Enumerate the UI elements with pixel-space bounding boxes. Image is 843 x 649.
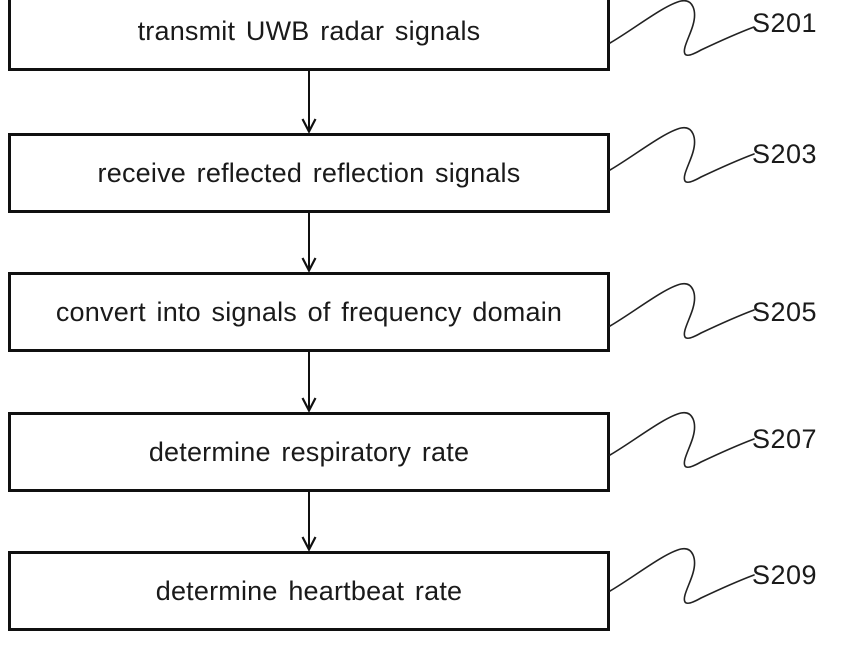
step-ref-s207: S207 — [752, 424, 818, 454]
flow-step-determine-respiratory-rate: determine respiratory rate — [8, 412, 610, 492]
down-arrow-icon — [301, 492, 317, 551]
leader-line-s203 — [609, 126, 755, 184]
flow-step-label: receive reflected reflection signals — [97, 157, 521, 188]
down-arrow-icon — [301, 71, 317, 133]
leader-line-s205 — [609, 282, 755, 340]
step-ref-s203: S203 — [752, 139, 818, 169]
flow-step-convert-frequency-domain: convert into signals of frequency domain — [8, 272, 610, 352]
leader-line-s207 — [609, 411, 755, 469]
down-arrow-connector-2 — [298, 213, 320, 272]
flow-step-label: determine heartbeat rate — [155, 575, 463, 606]
flow-step-label: transmit UWB radar signals — [137, 15, 481, 46]
flow-step-label: determine respiratory rate — [148, 436, 470, 467]
step-ref-s209: S209 — [752, 560, 818, 590]
flow-step-determine-heartbeat-rate: determine heartbeat rate — [8, 551, 610, 631]
flow-step-label: convert into signals of frequency domain — [55, 296, 563, 327]
step-ref-s201: S201 — [752, 8, 818, 38]
down-arrow-connector-3 — [298, 352, 320, 412]
down-arrow-connector-1 — [298, 71, 320, 133]
flow-step-transmit-uwb-signals: transmit UWB radar signals — [8, 0, 610, 71]
down-arrow-icon — [301, 213, 317, 272]
flow-step-receive-reflection-signals: receive reflected reflection signals — [8, 133, 610, 213]
step-ref-s205: S205 — [752, 297, 818, 327]
down-arrow-connector-4 — [298, 492, 320, 551]
leader-line-s209 — [609, 547, 755, 605]
leader-line-s201 — [609, 0, 755, 57]
down-arrow-icon — [301, 352, 317, 412]
